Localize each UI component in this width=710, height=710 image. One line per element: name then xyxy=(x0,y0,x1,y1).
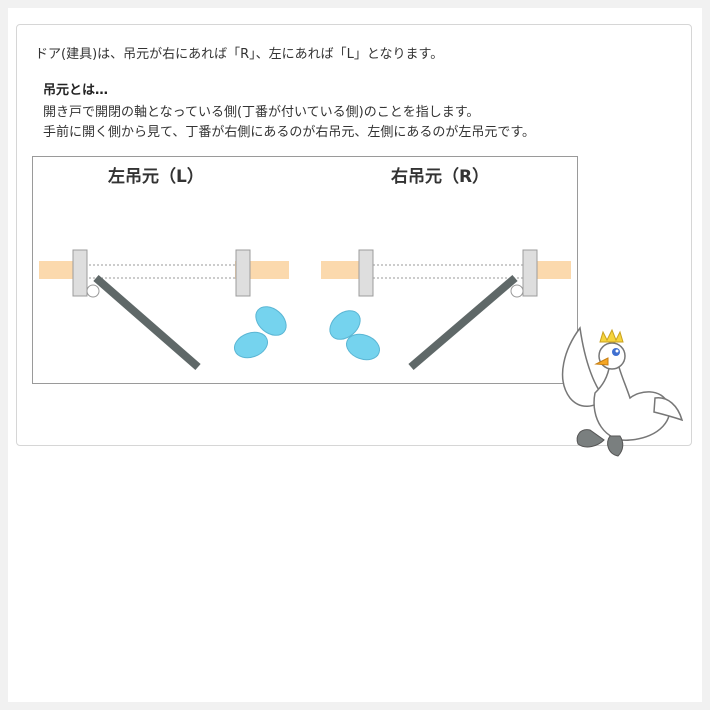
right-door-leaf xyxy=(408,274,518,371)
left-hinge-pin xyxy=(86,284,100,298)
hinge-diagram-svg: 左吊元（L） 右吊元（R） xyxy=(39,166,571,371)
definition-line-2: 手前に開く側から見て、丁番が右側にあるのが右吊元、左側にあるのが左吊元です。 xyxy=(43,125,536,140)
swan-mascot-icon xyxy=(561,326,684,457)
left-door-leaf xyxy=(93,274,201,371)
right-wall-left xyxy=(321,261,369,279)
right-frame-hinge xyxy=(522,249,538,297)
intro-text: ドア(建具)は、吊元が右にあれば「R」、左にあれば「L」となります。 xyxy=(35,47,444,62)
left-hinge-label: 左吊元（L） xyxy=(108,166,204,187)
definition-line-1: 開き戸で開閉の軸となっている側(丁番が付いている側)のことを指します。 xyxy=(43,105,480,120)
left-frame-hinge xyxy=(72,249,88,297)
left-footprints-icon xyxy=(234,306,287,359)
right-footprints-icon xyxy=(329,310,380,361)
definition-heading: 吊元とは… xyxy=(43,83,109,98)
right-hinge-pin xyxy=(510,284,524,298)
right-frame-latch xyxy=(358,249,374,297)
right-hinge-label: 右吊元（R） xyxy=(391,166,489,187)
left-frame-latch xyxy=(235,249,251,297)
hinge-diagram: 左吊元（L） 右吊元（R） xyxy=(32,156,578,384)
